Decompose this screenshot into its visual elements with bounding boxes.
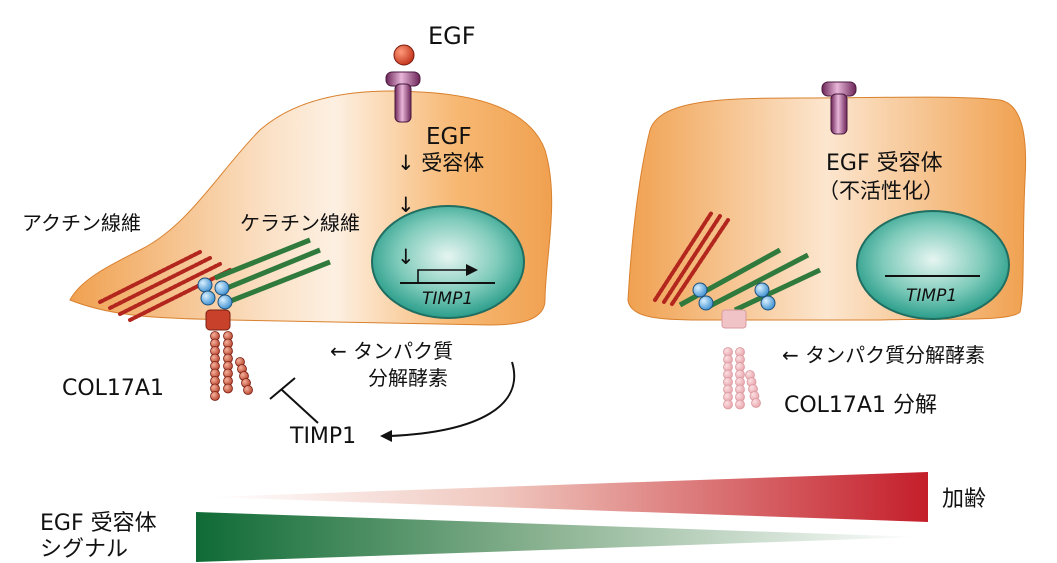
left-col17a1-chain	[210, 331, 253, 401]
inhibition-symbol	[269, 377, 319, 424]
left-transcription-arrowhead	[466, 264, 478, 276]
right-degraded-label: COL17A1 分解	[784, 393, 937, 418]
timp1-secretion-arrow	[389, 361, 516, 437]
left-cell: TIMP1 EGF	[22, 22, 553, 449]
right-cell: TIMP1 EGF 受容体 （不活性化） ← タンパク質分解酵素 COL17A1…	[627, 81, 1027, 418]
left-collagen-label: COL17A1	[62, 376, 164, 401]
collagen-bead	[723, 399, 733, 410]
left-arrow-2: ↓	[397, 193, 415, 217]
left-anchor-proteins	[197, 277, 233, 310]
collagen-bead	[243, 385, 253, 395]
timp1-label: TIMP1	[289, 424, 356, 449]
keratin-label: ケラチン線維	[240, 211, 360, 235]
collagen-bead	[751, 398, 761, 408]
egf-ligand-label: EGF	[428, 22, 476, 50]
left-receptor-label-2: ↓ 受容体	[397, 151, 484, 175]
collagen-bead	[210, 391, 220, 401]
signal-label-1: EGF 受容体	[40, 511, 157, 536]
right-receptor-label-1: EGF 受容体	[826, 151, 943, 176]
aging-label: 加齢	[942, 487, 986, 512]
left-protease-label-1: ← タンパク質	[330, 339, 453, 363]
right-egf-receptor	[821, 81, 857, 135]
left-transcription-arrow	[417, 269, 470, 283]
egf-ligand	[393, 44, 415, 66]
left-col17a1-anchor	[205, 309, 231, 331]
right-protease-label: ← タンパク質分解酵素	[782, 343, 985, 367]
timp1-arrowhead	[380, 430, 392, 442]
left-nucleus	[371, 205, 525, 319]
left-protease-label-2: 分解酵素	[368, 366, 448, 390]
right-col17a1-remnant	[721, 309, 747, 329]
signal-label-2: シグナル	[40, 537, 128, 562]
actin-label: アクチン線維	[22, 211, 141, 235]
left-arrow-3: ↓	[397, 245, 415, 269]
right-anchor-proteins	[692, 282, 776, 311]
right-gene-label: TIMP1	[906, 286, 957, 306]
left-actin-fibers	[98, 250, 232, 322]
signal-gradient-bar	[196, 512, 920, 562]
left-gene-label: TIMP1	[422, 289, 473, 309]
collagen-bead	[223, 383, 233, 394]
left-egf-receptor	[385, 71, 421, 123]
left-keratin-fibers	[214, 237, 331, 305]
right-receptor-label-2: （不活性化）	[818, 179, 944, 203]
collagen-bead	[735, 399, 745, 410]
right-col17a1-fragments	[723, 347, 761, 410]
right-nucleus	[856, 210, 1010, 320]
aging-gradient-bar	[210, 472, 928, 522]
right-actin-fibers	[653, 210, 730, 306]
left-receptor-label-1: EGF	[426, 124, 472, 150]
